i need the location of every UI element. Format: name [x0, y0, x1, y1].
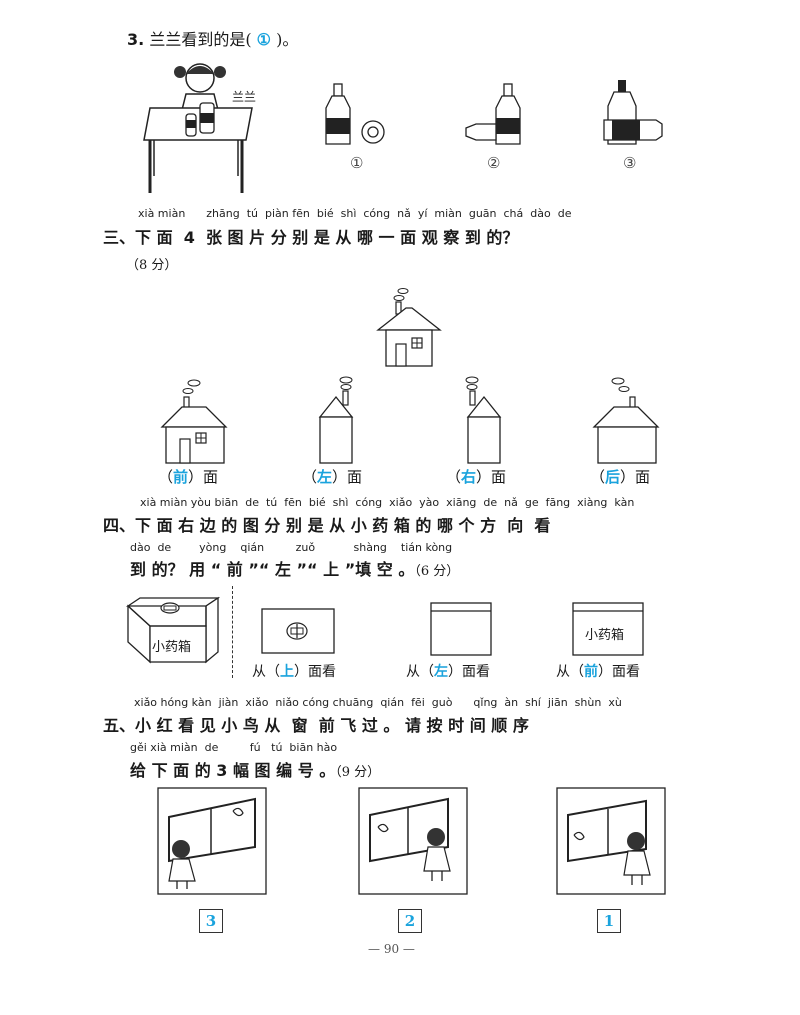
house-back-view: [592, 377, 660, 464]
section-5-heading-2: 给 下 面 的 3 幅 图 编 号 。（9 分）: [130, 761, 381, 780]
section-4-pinyin-2: dào de yòng qián zuǒ shàng tián kòng: [130, 541, 453, 554]
order-answer-box-1: 3: [199, 909, 223, 933]
house-left-view: [318, 376, 354, 464]
order-answer-box-3: 1: [597, 909, 621, 933]
page-number: — 90 —: [368, 942, 415, 956]
house-label-2: （左）面: [302, 468, 363, 486]
question-number: 3.: [127, 30, 145, 49]
section-4-heading-2: 到 的？ 用 “ 前 ”“ 左 ”“ 上 ”填 空 。（6 分）: [130, 560, 460, 579]
answer-mark: ①: [256, 30, 271, 49]
view-label-3: 从（前）面看: [556, 664, 640, 680]
option-1-label: ①: [350, 154, 364, 172]
house-label-4: （后）面: [590, 468, 651, 486]
section-3-heading: 三、下 面 4 张 图 片 分 别 是 从 哪 一 面 观 察 到 的？: [103, 228, 519, 247]
section-5-pinyin-1: xiǎo hóng kàn jiàn xiǎo niǎo cóng chuāng…: [134, 696, 622, 709]
section-4-pinyin-1: xià miàn yòu biān de tú fēn bié shì cóng…: [140, 496, 635, 509]
box-front-view: [572, 602, 644, 656]
order-answer-box-2: 2: [398, 909, 422, 933]
prompt-text: 兰兰看到的是(: [149, 30, 252, 49]
window-scene-3: [556, 787, 666, 895]
option-2-bottles: [465, 83, 521, 145]
dashed-divider: [232, 586, 233, 678]
section-4-heading-1: 四、下 面 右 边 的 图 分 别 是 从 小 药 箱 的 哪 个 方 向 看: [103, 516, 551, 535]
reference-house: [376, 288, 442, 367]
view-label-2: 从（左）面看: [406, 664, 490, 680]
box-label-3d: 小药箱: [152, 640, 192, 655]
house-label-1: （前）面: [158, 468, 219, 486]
girl-at-table-illustration: [143, 63, 253, 193]
option-2-label: ②: [487, 154, 501, 172]
section-3-pinyin: xià miàn zhāng tú piàn fēn bié shì cóng …: [138, 207, 572, 220]
prompt-text-end: )。: [276, 30, 299, 49]
girl-name-label: 兰兰: [232, 90, 257, 104]
medicine-box-3d: [125, 596, 221, 664]
question-3-prompt: 3. 兰兰看到的是( ① )。: [127, 26, 298, 50]
box-left-view: [430, 602, 492, 656]
box-top-view: [261, 608, 335, 654]
section-5-heading-1: 五、小 红 看 见 小 鸟 从 窗 前 飞 过 。 请 按 时 间 顺 序: [103, 716, 529, 735]
box-label-front: 小药箱: [585, 628, 625, 643]
view-label-1: 从（上）面看: [252, 664, 336, 680]
house-right-view: [465, 376, 502, 464]
house-front-view: [160, 379, 228, 464]
window-scene-2: [358, 787, 468, 895]
house-label-3: （右）面: [446, 468, 507, 486]
section-5-pinyin-2: gěi xià miàn de fú tú biān hào: [130, 741, 338, 754]
option-3-bottles: [603, 80, 663, 145]
option-1-bottles: [325, 83, 385, 145]
window-scene-1: [157, 787, 267, 895]
section-3-score: （8 分）: [126, 258, 178, 273]
option-3-label: ③: [623, 154, 637, 172]
